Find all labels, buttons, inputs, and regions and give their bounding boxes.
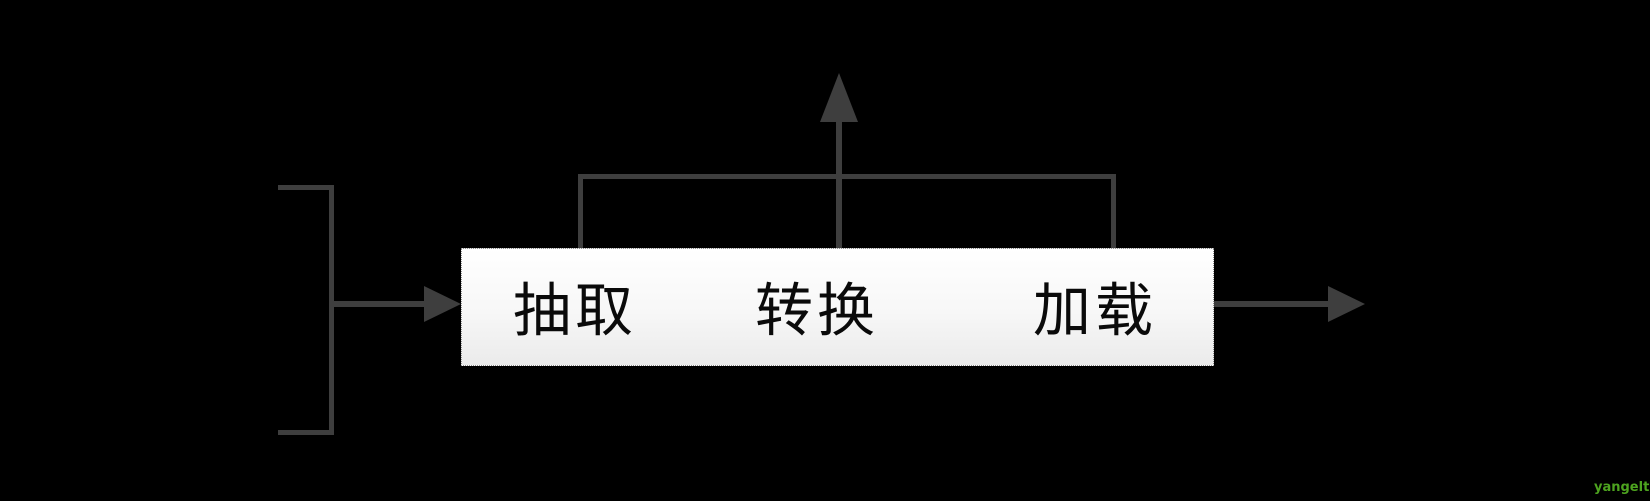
source-bracket-bottom-tick	[278, 430, 334, 435]
source-bracket-top-tick	[278, 185, 334, 190]
watermark-text: yangelt	[1594, 480, 1650, 495]
process-box: 抽取 转换 加载	[461, 248, 1214, 366]
input-arrow-shaft	[331, 301, 426, 307]
upward-arrowhead-icon	[820, 73, 858, 122]
input-arrowhead-icon	[424, 286, 461, 322]
output-arrowhead-icon	[1328, 286, 1365, 322]
output-arrow-shaft	[1214, 301, 1330, 307]
top-connector-horizontal-line	[578, 174, 1116, 179]
upward-arrow-shaft	[836, 118, 842, 248]
source-bracket-vertical-line	[329, 185, 334, 435]
stage-label-extract: 抽取	[512, 278, 638, 344]
top-connector-left-drop	[578, 174, 583, 248]
stage-label-transform: 转换	[754, 278, 880, 344]
stage-label-load: 加载	[1032, 278, 1158, 344]
top-connector-right-drop	[1111, 174, 1116, 248]
